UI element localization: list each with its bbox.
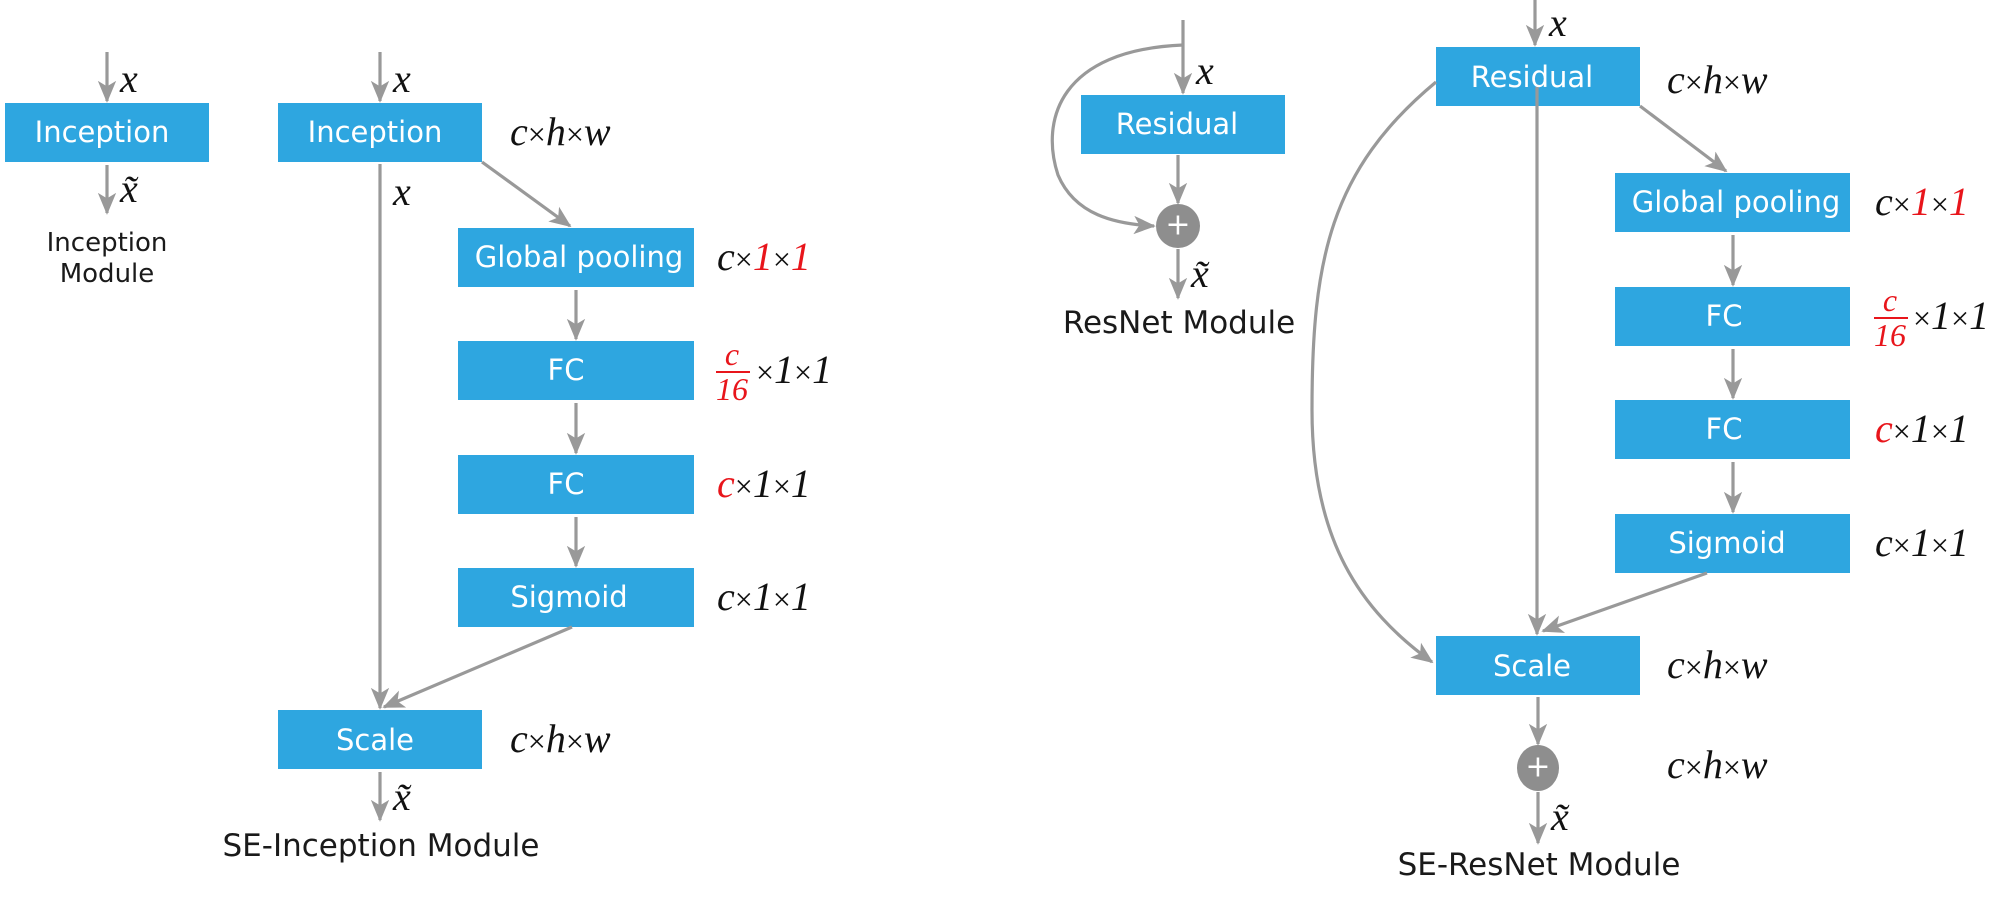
inception-caption-line2: Module [60, 259, 155, 289]
inception-caption-line1: Inception [47, 228, 168, 258]
se-inception-scale-block [278, 710, 482, 769]
se-inception-inception-dim: c×h×w [510, 109, 611, 154]
resnet-plus-node [1156, 204, 1200, 248]
fraction-numerator: c [725, 336, 739, 372]
se-resnet-input-label: x [1548, 0, 1567, 45]
se-inception-sigmoid-dim: c×1×1 [717, 574, 811, 619]
se-resnet-residual-dim: c×h×w [1667, 57, 1768, 102]
se-resnet-scale-block [1436, 636, 1640, 695]
se-inception-fc1-dim: c 16 ×1×1 [716, 336, 832, 407]
se-inception-to-pool-arrow [481, 160, 572, 228]
se-resnet-pool-label: Global pooling [1632, 185, 1841, 219]
resnet-caption: ResNet Module [1063, 305, 1295, 341]
se-resnet-to-pool-arrow [1639, 104, 1728, 173]
se-inception-sigmoid-block [458, 568, 694, 627]
resnet-residual-label: Residual [1116, 107, 1238, 141]
fc1-dim-rest: ×1×1 [1913, 293, 1989, 338]
se-resnet-sigmoid-label: Sigmoid [1668, 526, 1785, 560]
resnet-input-label: x [1195, 48, 1214, 93]
se-resnet-sigmoid-dim: c×1×1 [1875, 520, 1969, 565]
se-inception-caption: SE-Inception Module [223, 828, 540, 864]
se-resnet-caption: SE-ResNet Module [1398, 847, 1681, 883]
fc1-dim-rest: ×1×1 [756, 347, 832, 392]
se-inception-pool-dim: c×1×1 [717, 234, 811, 279]
se-resnet-output-label: x̃ [1550, 794, 1570, 839]
fraction-numerator: c [1883, 282, 1897, 318]
se-resnet-sigmoid-block [1615, 514, 1850, 573]
se-resnet-pool-block [1615, 173, 1850, 232]
inception-block [5, 103, 209, 162]
se-resnet-scale-label: Scale [1493, 649, 1571, 683]
resnet-identity-arrow [1050, 43, 1184, 235]
fraction-denominator: 16 [716, 371, 748, 407]
se-inception-inception-label: Inception [308, 115, 443, 149]
se-inception-skip-label: x [392, 169, 411, 214]
resnet-module: x Residual + x̃ ResNet Module [1050, 20, 1295, 341]
inception-block-label: Inception [35, 115, 170, 149]
resnet-residual-block [1081, 95, 1285, 154]
se-resnet-fc1-label: FC [1706, 299, 1743, 333]
se-resnet-fc2-block [1615, 400, 1850, 459]
se-resnet-residual-label: Residual [1471, 60, 1593, 94]
fraction-denominator: 16 [1874, 317, 1906, 353]
inception-output-label: x̃ [119, 166, 139, 211]
se-inception-sigmoid-to-scale-arrow [382, 625, 573, 709]
se-resnet-pool-dim: c×1×1 [1875, 179, 1969, 224]
inception-input-label: x [119, 56, 138, 101]
se-inception-pool-label: Global pooling [475, 240, 684, 274]
se-inception-sigmoid-label: Sigmoid [510, 580, 627, 614]
se-resnet-sigmoid-to-scale-arrow [1541, 571, 1708, 633]
se-resnet-module: x Residual c×h×w Global pooling c×1×1 FC… [1310, 0, 1989, 883]
se-resnet-plus-node [1517, 745, 1559, 791]
resnet-plus-icon: + [1165, 208, 1190, 243]
se-inception-scale-label: Scale [336, 723, 414, 757]
se-resnet-fc2-label: FC [1706, 412, 1743, 446]
se-inception-fc1-label: FC [548, 353, 585, 387]
se-inception-output-label: x̃ [392, 774, 412, 819]
se-inception-input-label: x [392, 56, 411, 101]
se-resnet-fc1-block [1615, 287, 1850, 346]
se-inception-fc2-block [458, 455, 694, 514]
se-resnet-plus-icon: + [1525, 750, 1550, 785]
se-resnet-scale-dim: c×h×w [1667, 642, 1768, 687]
se-resnet-identity-arrow [1310, 80, 1438, 664]
se-inception-module: x Inception c×h×w x Global pooling c×1×1… [223, 52, 832, 864]
se-resnet-fc2-dim: c×1×1 [1875, 406, 1969, 451]
se-resnet-plus-dim: c×h×w [1667, 742, 1768, 787]
se-resnet-fc1-dim: c 16 ×1×1 [1874, 282, 1989, 353]
inception-module: x Inception x̃ Inception Module [5, 52, 209, 289]
se-inception-pool-block [458, 228, 694, 287]
se-inception-fc1-block [458, 341, 694, 400]
se-inception-fc2-label: FC [548, 467, 585, 501]
se-inception-scale-dim: c×h×w [510, 716, 611, 761]
se-inception-inception-block [278, 103, 482, 162]
se-inception-fc2-dim: c×1×1 [717, 461, 811, 506]
resnet-output-label: x̃ [1190, 251, 1210, 296]
